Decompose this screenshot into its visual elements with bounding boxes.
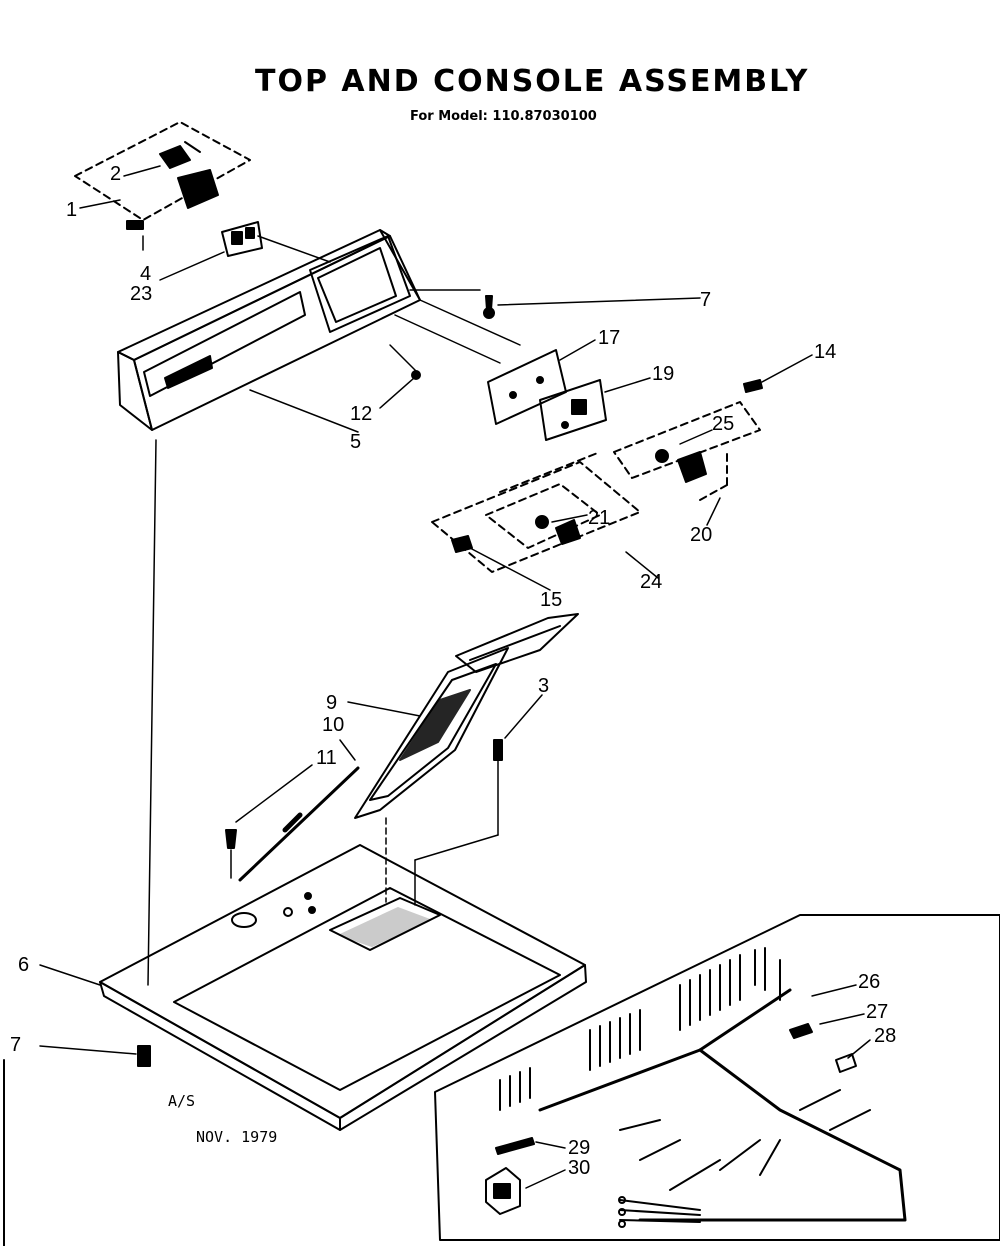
- diagram-title: TOP AND CONSOLE ASSEMBLY: [255, 64, 810, 99]
- part-30-connector: [485, 1167, 521, 1215]
- part-6-top-panel: [99, 844, 587, 1131]
- callout-27: 27: [866, 1001, 889, 1023]
- callout-29: 29: [568, 1137, 591, 1159]
- callout-5: 5: [350, 431, 362, 453]
- part-7-screw-top: [483, 295, 495, 319]
- callout-6: 6: [18, 954, 30, 976]
- part-29-screw: [495, 1137, 535, 1155]
- callout-21: 21: [588, 507, 611, 529]
- callout-19: 19: [652, 363, 675, 385]
- callout-25: 25: [712, 413, 735, 435]
- callout-11: 11: [316, 747, 337, 769]
- callout-12: 12: [350, 403, 373, 425]
- model-number: For Model: 110.87030100: [410, 109, 597, 124]
- callout-15: 15: [540, 589, 563, 611]
- part-19-timer-bracket: [539, 379, 607, 441]
- callout-9: 9: [326, 692, 338, 714]
- callout-17: 17: [598, 327, 621, 349]
- wiring-harness-panel: [434, 914, 1000, 1241]
- part-23-bracket: [221, 221, 263, 257]
- callout-3: 3: [538, 675, 550, 697]
- part-4-screw: [126, 220, 144, 230]
- callout-7-bottom: 7: [10, 1034, 22, 1056]
- callout-28: 28: [874, 1025, 897, 1047]
- part-3-screw: [493, 739, 503, 761]
- lint-filter-top: [455, 613, 579, 673]
- part-1-switch-assembly: [74, 121, 251, 221]
- part-24-switch-group: [431, 451, 641, 573]
- callout-24: 24: [640, 571, 663, 593]
- callout-14: 14: [814, 341, 837, 363]
- part-10-screw: [225, 829, 237, 849]
- part-5-console-panel: [117, 229, 421, 431]
- callout-23: 23: [130, 283, 153, 305]
- part-12-clip: [411, 370, 421, 380]
- callout-1: 1: [66, 199, 78, 221]
- callout-20: 20: [690, 524, 713, 546]
- part-9-lint-housing: [354, 647, 509, 819]
- part-17-bracket: [487, 349, 567, 425]
- part-20-switch-group: [613, 401, 761, 501]
- callout-7-top: 7: [700, 289, 712, 311]
- callout-2: 2: [110, 163, 122, 185]
- callout-leaders: [39, 165, 871, 1189]
- part-7-screw-bottom: [137, 1045, 151, 1067]
- part-14-screw: [743, 379, 763, 393]
- callout-10: 10: [322, 714, 345, 736]
- callout-4: 4: [140, 263, 152, 285]
- part-11-rod: [238, 766, 360, 882]
- revision-date: NOV. 1979: [196, 1128, 278, 1146]
- revision-code: A/S: [168, 1092, 196, 1110]
- callout-30: 30: [568, 1157, 591, 1179]
- callout-26: 26: [858, 971, 881, 993]
